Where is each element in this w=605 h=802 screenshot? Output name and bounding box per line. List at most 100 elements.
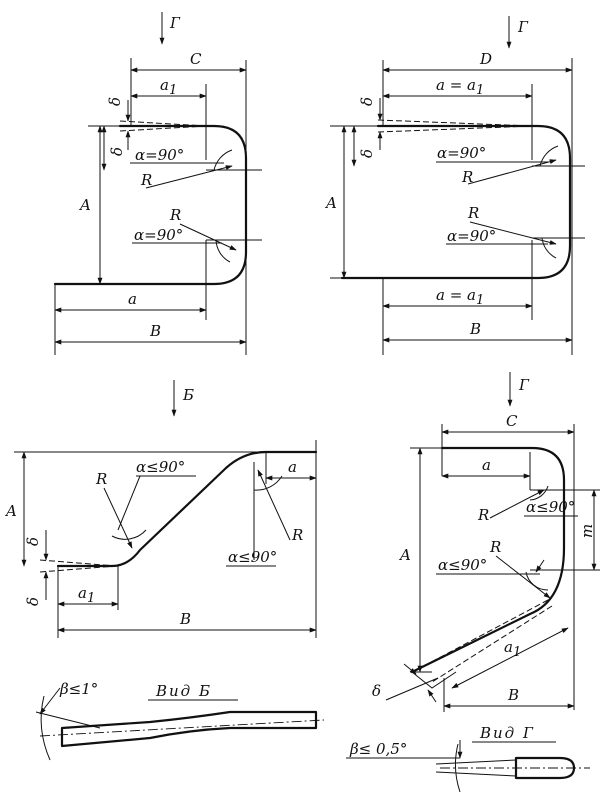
- inner-dashed-line: [377, 119, 533, 127]
- view-g-detail: Вид Г β≤ 0,5°: [346, 724, 590, 793]
- angle-arc: [213, 149, 233, 171]
- angle-arc: [454, 743, 461, 793]
- angle-arc: [529, 485, 549, 501]
- inner-dashed-line: [119, 125, 207, 132]
- part-end: [411, 671, 457, 689]
- radius-leader: [495, 555, 551, 599]
- angle-arc: [215, 239, 231, 263]
- radius-label-mid: R: [489, 538, 501, 556]
- view-arrow-label: Г: [517, 18, 529, 36]
- dim-label-delta-side: δ: [358, 149, 376, 158]
- angle-arc: [539, 145, 559, 167]
- angle-label-top: α=90°: [437, 144, 486, 162]
- leader-arrow: [39, 687, 61, 715]
- radius-leader: [145, 165, 233, 189]
- inner-dashed-line: [119, 120, 207, 127]
- dim-label-a: a: [482, 456, 491, 474]
- dim-label-a: a: [288, 458, 297, 476]
- dim-label-A: A: [78, 196, 91, 214]
- leader-line: [117, 475, 141, 531]
- radius-leader: [179, 223, 237, 251]
- dimension-delta: [403, 663, 417, 675]
- radius-leader: [469, 221, 557, 245]
- dim-label-a1: a1: [504, 638, 521, 660]
- angle-arc: [541, 237, 557, 259]
- leader-arrow: [535, 559, 545, 573]
- radius-label-bot: R: [467, 204, 479, 222]
- radius-leader: [103, 487, 133, 549]
- dim-label-a1: a1: [78, 584, 95, 606]
- axis-line: [39, 719, 325, 737]
- angle-arc: [525, 571, 549, 591]
- angle-label-top: α≤90°: [526, 498, 575, 516]
- radius-label-left: R: [95, 470, 107, 488]
- angle-label-top: α≤90°: [136, 458, 185, 476]
- view-b-detail: Вид Б β≤1°: [35, 680, 325, 761]
- dim-label-C: C: [506, 412, 518, 430]
- angle-label-bot: α=90°: [134, 226, 183, 244]
- strip-edge: [435, 771, 517, 777]
- angle-label-mid: α≤90°: [438, 556, 487, 574]
- dim-label-B: B: [469, 320, 481, 338]
- dim-label-A: A: [4, 502, 17, 520]
- dim-label-delta: δ: [372, 682, 381, 700]
- leader-line: [385, 677, 439, 701]
- radius-label-top: R: [140, 171, 152, 189]
- angle-label-bot: α≤90°: [228, 548, 277, 566]
- part-profile: [410, 446, 566, 674]
- dim-label-B: B: [179, 610, 191, 628]
- view-arrow-label: Г: [169, 14, 181, 32]
- dim-label-delta-top: δ: [358, 97, 376, 106]
- view-arrow-label: Г: [518, 376, 530, 394]
- view-g-angle-label: β≤ 0,5°: [349, 740, 407, 758]
- dim-label-delta-top: δ: [24, 537, 42, 546]
- angle-arc: [253, 475, 283, 491]
- strip-edge: [435, 759, 517, 765]
- dim-label-delta-top: δ: [106, 97, 124, 106]
- radius-label-bot: R: [169, 206, 181, 224]
- radius-label-right: R: [291, 526, 303, 544]
- dim-label-D: D: [479, 50, 492, 68]
- dim-label-B: B: [149, 322, 161, 340]
- radius-label-top: R: [461, 168, 473, 186]
- dim-label-B: B: [507, 686, 519, 704]
- angle-side: [35, 711, 101, 729]
- dim-label-delta-bot: δ: [24, 597, 42, 606]
- dim-label-a: a: [128, 290, 137, 308]
- dim-label-a-eq-a1: a = a1: [436, 76, 484, 98]
- view-arrow-label: Б: [182, 386, 194, 404]
- figure-3-offset-bend: Б A δ δ a1 B a α≤90° R α≤90° R: [4, 380, 318, 638]
- part-profile: [340, 124, 572, 280]
- inner-dashed-line: [377, 125, 533, 133]
- angle-label-top: α=90°: [135, 146, 184, 164]
- dimension-delta: [427, 689, 437, 703]
- dim-label-m: m: [578, 524, 596, 538]
- angle-label-bot: α=90°: [447, 227, 496, 245]
- radius-leader: [257, 469, 291, 541]
- dim-label-delta-side: δ: [108, 147, 126, 156]
- inner-dashed-line: [39, 565, 117, 573]
- strip-profile: [60, 710, 318, 748]
- angle-arc: [111, 529, 147, 540]
- view-g-title: Вид Г: [479, 724, 535, 742]
- radius-label-top: R: [477, 506, 489, 524]
- view-b-title: Вид Б: [155, 682, 212, 700]
- figure-4-hook-bend: Г C a m A a1 B δ R α≤90°: [372, 372, 600, 712]
- inner-dashed-line: [431, 605, 553, 683]
- radius-leader: [467, 159, 557, 185]
- dim-label-A: A: [324, 194, 337, 212]
- radius-leader: [489, 489, 545, 519]
- dim-label-C: C: [190, 50, 202, 68]
- figure-1-u-bend: Г C a1 δ δ A a B α=90°: [53, 12, 262, 355]
- figure-2-u-bend: Г D a = a1 δ δ A a = a1 B α=90° R: [324, 16, 585, 355]
- part-profile: [56, 450, 318, 568]
- dim-label-a-eq-a1-bottom: a = a1: [436, 286, 484, 308]
- view-b-angle-label: β≤1°: [59, 680, 98, 698]
- dimension-a1: [451, 627, 569, 689]
- dim-label-A: A: [398, 546, 411, 564]
- angle-arc: [40, 695, 51, 761]
- dim-label-a1: a1: [160, 76, 177, 98]
- inner-dashed-line: [39, 559, 117, 567]
